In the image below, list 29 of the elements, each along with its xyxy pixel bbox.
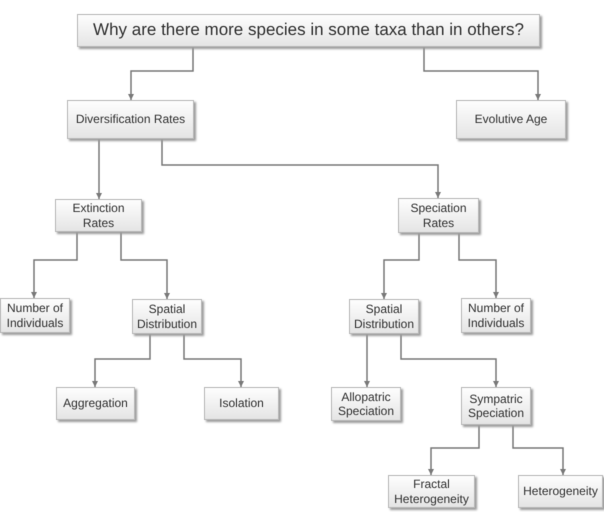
- arrow: [381, 233, 420, 299]
- concept-box: Spatial Distribution: [132, 299, 202, 334]
- arrow: [31, 232, 78, 298]
- concept-box: Fractal Heterogeneity: [388, 475, 475, 508]
- concept-box: Spatial Distribution: [349, 299, 419, 334]
- arrow: [364, 334, 370, 387]
- arrow: [423, 47, 541, 100]
- concept-box: Speciation Rates: [398, 198, 479, 233]
- concept-box: Heterogeneity: [518, 475, 603, 508]
- arrow: [400, 334, 499, 387]
- concept-box: Number of Individuals: [461, 298, 531, 333]
- arrow: [120, 232, 170, 299]
- arrow: [512, 425, 566, 475]
- concept-box: Extinction Rates: [55, 199, 142, 232]
- concept-box: Why are there more species in some taxa than in others?: [77, 14, 540, 47]
- arrow: [128, 47, 194, 100]
- concept-box: Allopatric Speciation: [331, 387, 401, 421]
- arrow: [183, 334, 244, 387]
- concept-box: Diversification Rates: [67, 100, 194, 139]
- arrow: [458, 233, 499, 298]
- arrow: [428, 425, 480, 475]
- concept-box: Isolation: [204, 387, 279, 420]
- concept-box: Number of Individuals: [0, 298, 70, 333]
- arrow: [92, 334, 151, 387]
- concept-box: Aggregation: [56, 387, 135, 420]
- arrow: [161, 139, 441, 198]
- concept-box: Evolutive Age: [456, 100, 566, 139]
- concept-box: Sympatric Speciation: [461, 387, 531, 425]
- arrow: [96, 139, 102, 199]
